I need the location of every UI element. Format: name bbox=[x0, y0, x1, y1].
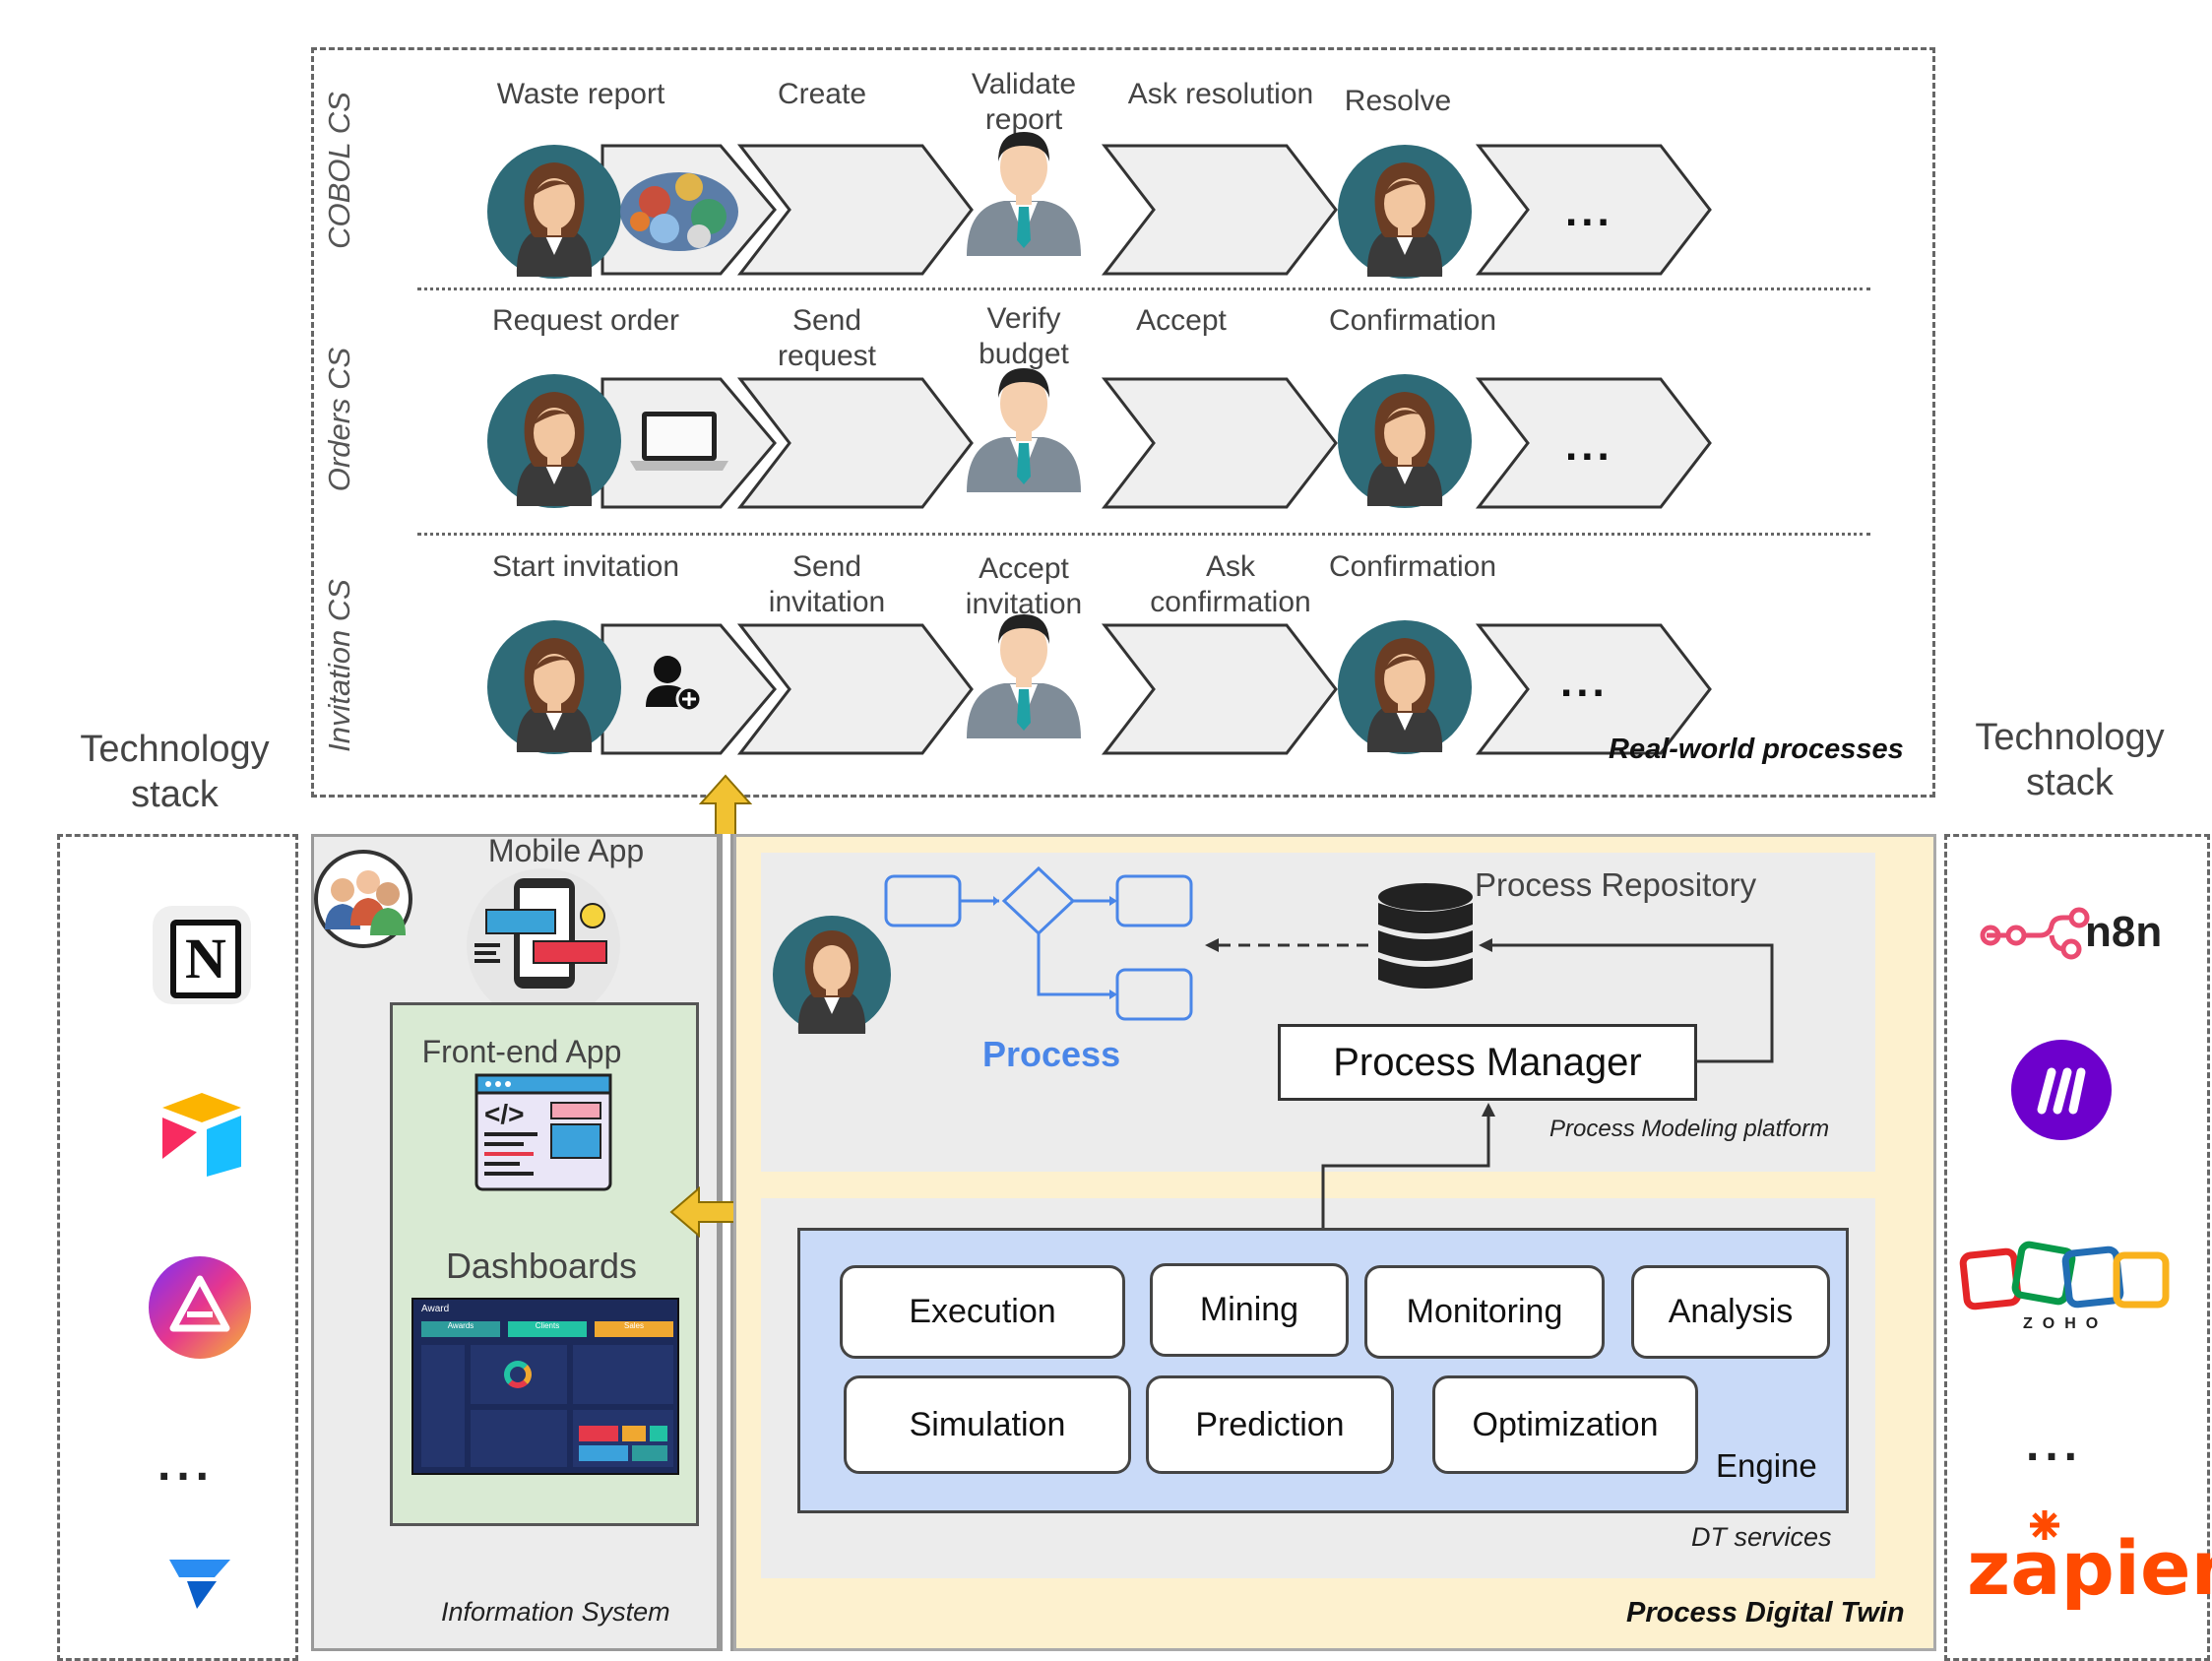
frontend-app-label: Front-end App bbox=[421, 1034, 622, 1069]
process-flow-diagram bbox=[884, 866, 1193, 1021]
service-execution[interactable]: Execution bbox=[840, 1265, 1125, 1359]
step-label: Confirmation bbox=[1328, 304, 1497, 337]
modeler-avatar bbox=[773, 916, 891, 1034]
dt-services-caption: DT services bbox=[1691, 1522, 1832, 1552]
modeling-connectors bbox=[1205, 938, 1774, 1063]
step-label: Accept bbox=[1136, 304, 1227, 337]
n8n-logo-text: n8n bbox=[2085, 908, 2163, 956]
engine-label: Engine bbox=[1716, 1447, 1817, 1484]
step-label: Resolve bbox=[1344, 85, 1452, 117]
info-divider-line bbox=[720, 834, 733, 1651]
dashboard-tile: Clients bbox=[508, 1321, 587, 1337]
zoho-logo-text: ZOHO bbox=[2023, 1315, 2109, 1332]
service-prediction[interactable]: Prediction bbox=[1146, 1375, 1394, 1474]
step-label: Confirmation bbox=[1328, 550, 1497, 583]
step-label: confirmation bbox=[1150, 586, 1311, 618]
n8n-logo-icon[interactable] bbox=[1979, 906, 2176, 965]
zapier-logo-text[interactable]: zapier bbox=[1967, 1524, 2212, 1612]
make-logo-icon[interactable] bbox=[2010, 1039, 2113, 1141]
process-modeling-caption: Process Modeling platform bbox=[1549, 1116, 1830, 1142]
database-icon bbox=[1378, 883, 1473, 989]
notion-icon[interactable]: N bbox=[153, 906, 251, 1004]
engine-to-manager-connector bbox=[1321, 1103, 1495, 1229]
tech-stack-left-title: Technology stack bbox=[80, 729, 270, 815]
step-label: invitation bbox=[768, 586, 886, 618]
step-label: Waste report bbox=[496, 78, 665, 110]
trash-pile-icon bbox=[620, 172, 738, 251]
process-manager-label: Process Manager bbox=[1333, 1040, 1642, 1084]
process-modeling-platform-panel bbox=[761, 853, 1875, 1172]
affinity-icon[interactable] bbox=[148, 1255, 252, 1360]
dashboard-tile: Sales bbox=[595, 1321, 673, 1337]
clickup-arrow-icon[interactable] bbox=[167, 1556, 232, 1611]
real-world-processes-frame bbox=[311, 47, 1935, 798]
laptop-icon bbox=[630, 412, 728, 471]
tech-stack-right-title: Technology stack bbox=[1975, 717, 2165, 803]
mobile-app-label: Mobile App bbox=[487, 833, 645, 868]
step-label: Verify bbox=[986, 302, 1061, 335]
step-label: Send bbox=[791, 550, 862, 583]
step-label: Ask resolution bbox=[1127, 78, 1314, 110]
step-label: budget bbox=[979, 338, 1069, 370]
step-label: Start invitation bbox=[491, 550, 680, 583]
mobile-app-icon[interactable] bbox=[455, 866, 632, 1024]
step-label: Validate bbox=[971, 68, 1077, 100]
dashboard-preview[interactable]: Award Awards Clients Sales bbox=[411, 1298, 679, 1475]
step-label: Send bbox=[791, 304, 862, 337]
service-optimization[interactable]: Optimization bbox=[1432, 1375, 1698, 1474]
add-user-icon bbox=[646, 656, 703, 713]
process-label: Process bbox=[982, 1034, 1121, 1074]
step-label: report bbox=[984, 103, 1063, 136]
zoho-logo-icon[interactable] bbox=[1959, 1236, 2176, 1334]
process-repository-label: Process Repository bbox=[1475, 866, 1757, 903]
left-stack-ellipsis: ... bbox=[158, 1438, 216, 1491]
airtable-icon[interactable] bbox=[158, 1088, 246, 1177]
service-mining[interactable]: Mining bbox=[1150, 1263, 1349, 1357]
step-label: Accept bbox=[979, 552, 1069, 585]
users-group-icon bbox=[314, 850, 412, 948]
step-label: Ask bbox=[1205, 550, 1255, 583]
step-label: Request order bbox=[491, 304, 680, 337]
service-analysis[interactable]: Analysis bbox=[1631, 1265, 1830, 1359]
ellipsis-row2: ... bbox=[1565, 421, 1613, 470]
frontend-code-icon[interactable] bbox=[473, 1071, 614, 1193]
right-stack-ellipsis: ... bbox=[2026, 1419, 2084, 1471]
row-separator bbox=[417, 287, 1870, 290]
step-label: Create bbox=[777, 78, 867, 110]
code-glyph: </> bbox=[484, 1099, 525, 1129]
information-system-caption: Information System bbox=[441, 1597, 670, 1627]
process-manager-box[interactable]: Process Manager bbox=[1278, 1024, 1697, 1101]
process-digital-twin-caption: Process Digital Twin bbox=[1626, 1597, 1905, 1629]
step-label: request bbox=[777, 340, 877, 372]
dashboard-tile: Awards bbox=[421, 1321, 500, 1337]
service-simulation[interactable]: Simulation bbox=[844, 1375, 1131, 1474]
ellipsis-row3: ... bbox=[1560, 658, 1609, 706]
dashboards-label: Dashboards bbox=[445, 1246, 638, 1286]
ellipsis-row1: ... bbox=[1565, 187, 1613, 235]
process-flow-graphics bbox=[487, 132, 1712, 755]
service-monitoring[interactable]: Monitoring bbox=[1364, 1265, 1605, 1359]
row-separator bbox=[417, 533, 1870, 536]
zapier-asterisk-icon bbox=[2030, 1510, 2059, 1540]
real-world-caption: Real-world processes bbox=[1609, 734, 1904, 765]
